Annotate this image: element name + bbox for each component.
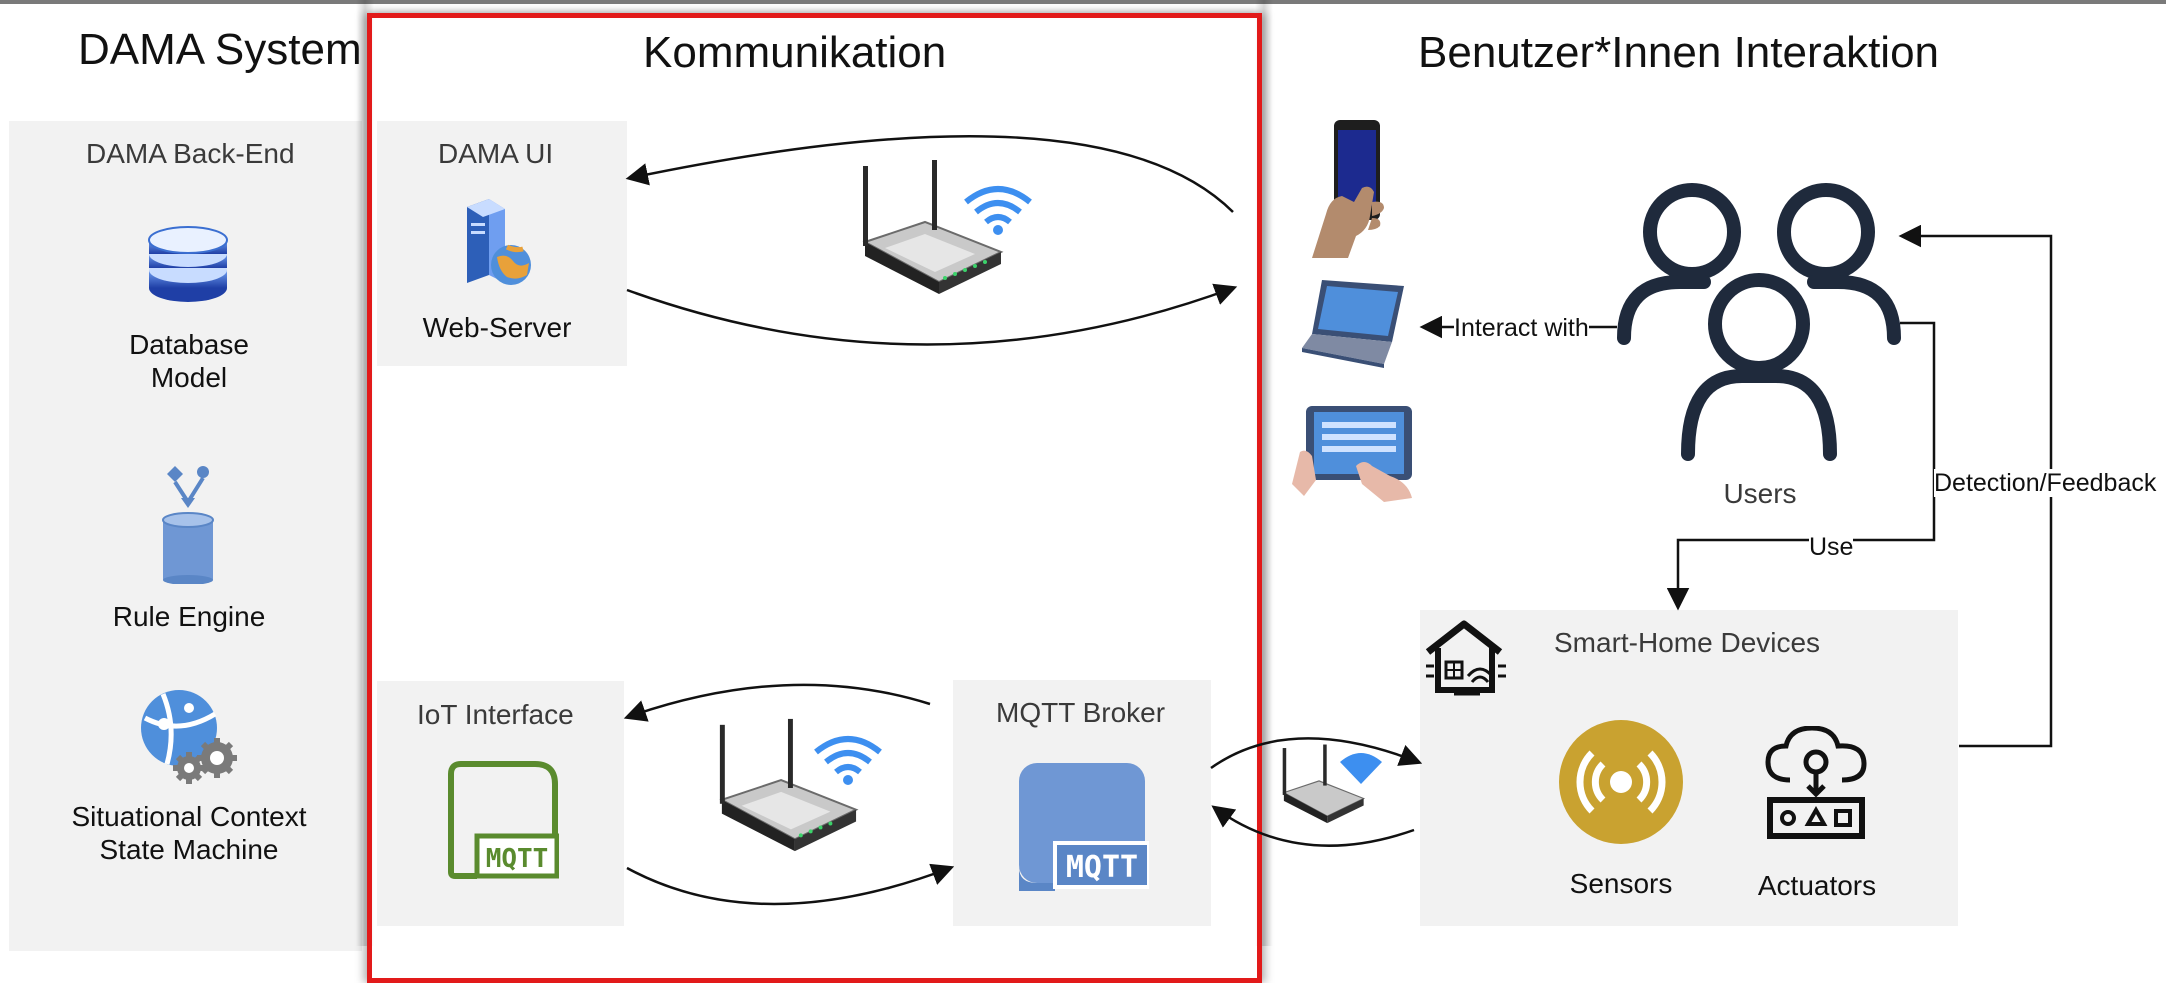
wifi-icon-devices <box>1336 744 1386 788</box>
router-icon-devices <box>1278 742 1366 828</box>
smart-home-panel <box>1420 610 1958 926</box>
edge-use <box>1666 321 1936 611</box>
state-machine-label: Situational Context State Machine <box>71 801 307 865</box>
tablet-icon <box>1290 400 1418 504</box>
rule-engine-icon <box>157 464 219 584</box>
mqtt-broker-title: MQTT Broker <box>996 697 1166 728</box>
dama-backend-title: DAMA Back-End <box>86 138 295 169</box>
heading-benutzer-interaktion: Benutzer*Innen Interaktion <box>1418 28 1940 77</box>
smart-home-title: Smart-Home Devices <box>1554 627 1821 658</box>
sensors-label: Sensors <box>1569 868 1673 899</box>
connector-layer <box>623 134 2053 906</box>
mqtt-broker-badge: MQTT <box>1066 850 1138 885</box>
mqtt-broker-icon: MQTT <box>1015 759 1149 891</box>
top-bar <box>0 0 2166 4</box>
arc-top-right <box>626 283 1238 346</box>
edge-label-use: Use <box>1809 533 1854 561</box>
edge-label-feedback: Detection/Feedback <box>1934 469 2157 497</box>
actuators-label: Actuators <box>1757 870 1877 901</box>
database-icon <box>147 226 229 304</box>
iot-mqtt-icon: MQTT <box>437 760 559 880</box>
laptop-icon <box>1300 276 1410 370</box>
state-machine-icon <box>137 688 239 786</box>
heading-dama-system: DAMA System <box>78 25 362 74</box>
users-icon <box>1616 178 1902 464</box>
arc-iot-left <box>623 683 931 722</box>
arc-iot-right <box>626 863 955 906</box>
phone-icon <box>1308 118 1398 260</box>
wifi-icon <box>960 180 1036 236</box>
router-icon-iot <box>712 718 860 856</box>
arc-devices-left <box>1211 805 1415 847</box>
arc-top-left <box>625 134 1234 213</box>
smart-home-icon <box>1424 618 1508 696</box>
iot-interface-panel <box>377 681 624 926</box>
router-icon <box>855 160 1005 298</box>
users-label: Users <box>1723 478 1797 509</box>
iot-interface-title: IoT Interface <box>417 699 574 730</box>
web-server-label: Web-Server <box>422 312 572 343</box>
arc-devices-right <box>1210 737 1423 770</box>
rule-engine-label: Rule Engine <box>112 601 266 632</box>
web-server-icon <box>457 197 533 289</box>
heading-kommunikation: Kommunikation <box>643 28 947 77</box>
database-label: Database Model <box>129 329 249 393</box>
edge-label-interact: Interact with <box>1454 314 1589 342</box>
sensor-icon <box>1558 719 1684 845</box>
iot-mqtt-badge: MQTT <box>486 844 549 874</box>
wifi-icon-iot <box>810 730 886 786</box>
actuator-icon <box>1764 726 1868 840</box>
dama-ui-title: DAMA UI <box>438 138 554 169</box>
